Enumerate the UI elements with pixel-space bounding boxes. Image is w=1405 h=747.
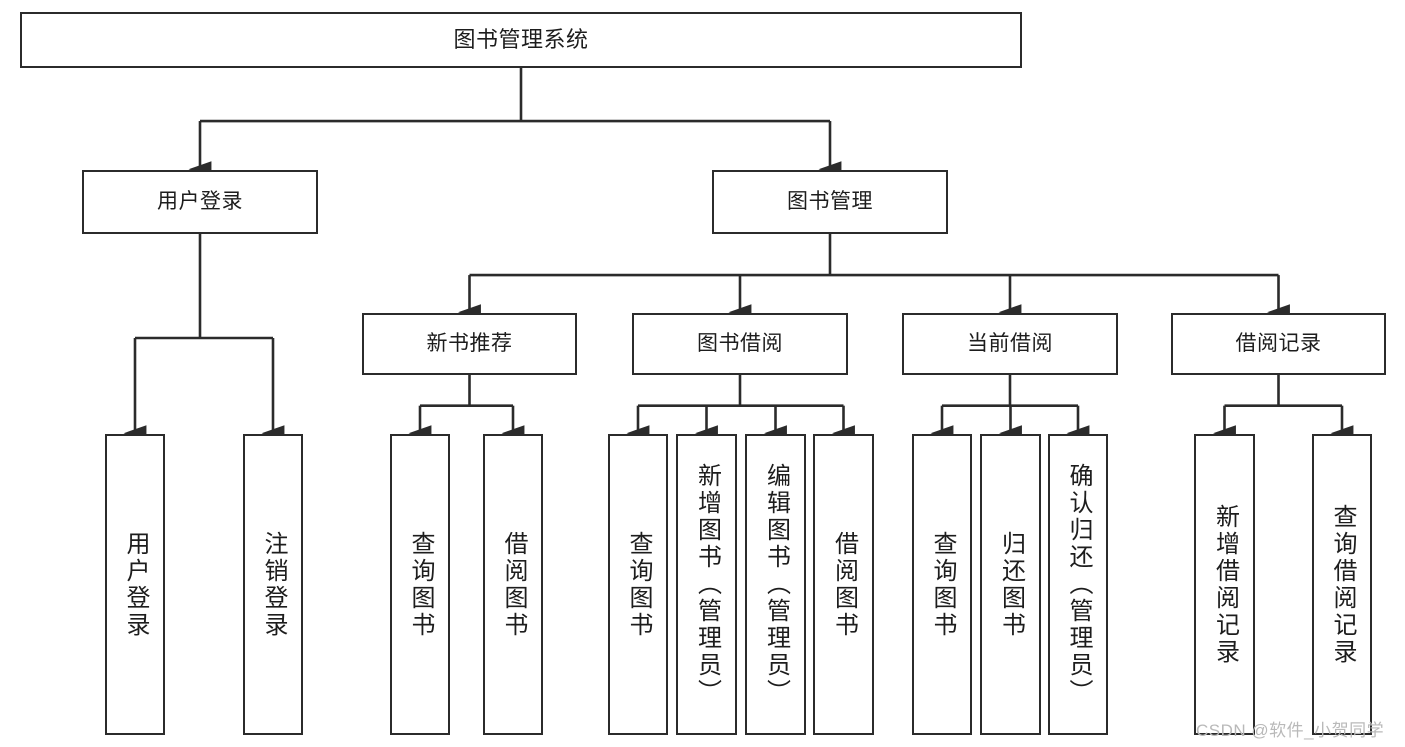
node-label: 用户登录 <box>157 190 243 214</box>
watermark-text: CSDN @软件_小贺同学 <box>1196 721 1385 740</box>
node-leaf-borrow-book-2[interactable]: 借阅图书 <box>813 434 874 735</box>
node-label: 编辑图书（管理员） <box>762 463 790 706</box>
node-label: 图书管理系统 <box>453 26 589 52</box>
node-label: 图书借阅 <box>697 332 783 356</box>
node-borrow-record[interactable]: 借阅记录 <box>1171 313 1386 375</box>
node-label: 归还图书 <box>997 530 1025 639</box>
node-label: 图书管理 <box>787 190 873 214</box>
node-leaf-borrow-book-1[interactable]: 借阅图书 <box>483 434 543 735</box>
node-leaf-query-book-3[interactable]: 查询图书 <box>912 434 972 735</box>
node-label: 新书推荐 <box>426 332 513 356</box>
node-label: 注销登录 <box>260 530 287 639</box>
node-label: 借阅图书 <box>500 530 527 639</box>
node-leaf-add-record[interactable]: 新增借阅记录 <box>1194 434 1255 735</box>
node-book-manage[interactable]: 图书管理 <box>712 170 948 234</box>
node-leaf-add-book[interactable]: 新增图书（管理员） <box>676 434 737 735</box>
node-book-borrow[interactable]: 图书借阅 <box>632 313 848 375</box>
node-leaf-query-record[interactable]: 查询借阅记录 <box>1312 434 1372 735</box>
node-leaf-return-book[interactable]: 归还图书 <box>980 434 1041 735</box>
node-leaf-confirm-return[interactable]: 确认归还（管理员） <box>1048 434 1108 735</box>
node-label: 查询图书 <box>407 530 434 639</box>
node-label: 借阅记录 <box>1235 332 1322 356</box>
node-label: 新增借阅记录 <box>1211 503 1239 666</box>
node-label: 新增图书（管理员） <box>693 463 721 706</box>
node-leaf-logout[interactable]: 注销登录 <box>243 434 303 735</box>
node-label: 当前借阅 <box>967 332 1053 356</box>
node-leaf-user-login[interactable]: 用户登录 <box>105 434 165 735</box>
node-leaf-query-book-2[interactable]: 查询图书 <box>608 434 668 735</box>
node-user-login[interactable]: 用户登录 <box>82 170 318 234</box>
node-leaf-edit-book[interactable]: 编辑图书（管理员） <box>745 434 806 735</box>
node-leaf-query-book-1[interactable]: 查询图书 <box>390 434 450 735</box>
node-label: 查询借阅记录 <box>1329 503 1356 666</box>
node-new-book-rec[interactable]: 新书推荐 <box>362 313 577 375</box>
node-label: 借阅图书 <box>830 530 858 639</box>
node-label: 用户登录 <box>122 530 149 639</box>
node-label: 确认归还（管理员） <box>1065 463 1092 706</box>
node-label: 查询图书 <box>929 530 956 639</box>
node-root[interactable]: 图书管理系统 <box>20 12 1022 68</box>
node-label: 查询图书 <box>625 530 652 639</box>
node-current-borrow[interactable]: 当前借阅 <box>902 313 1118 375</box>
